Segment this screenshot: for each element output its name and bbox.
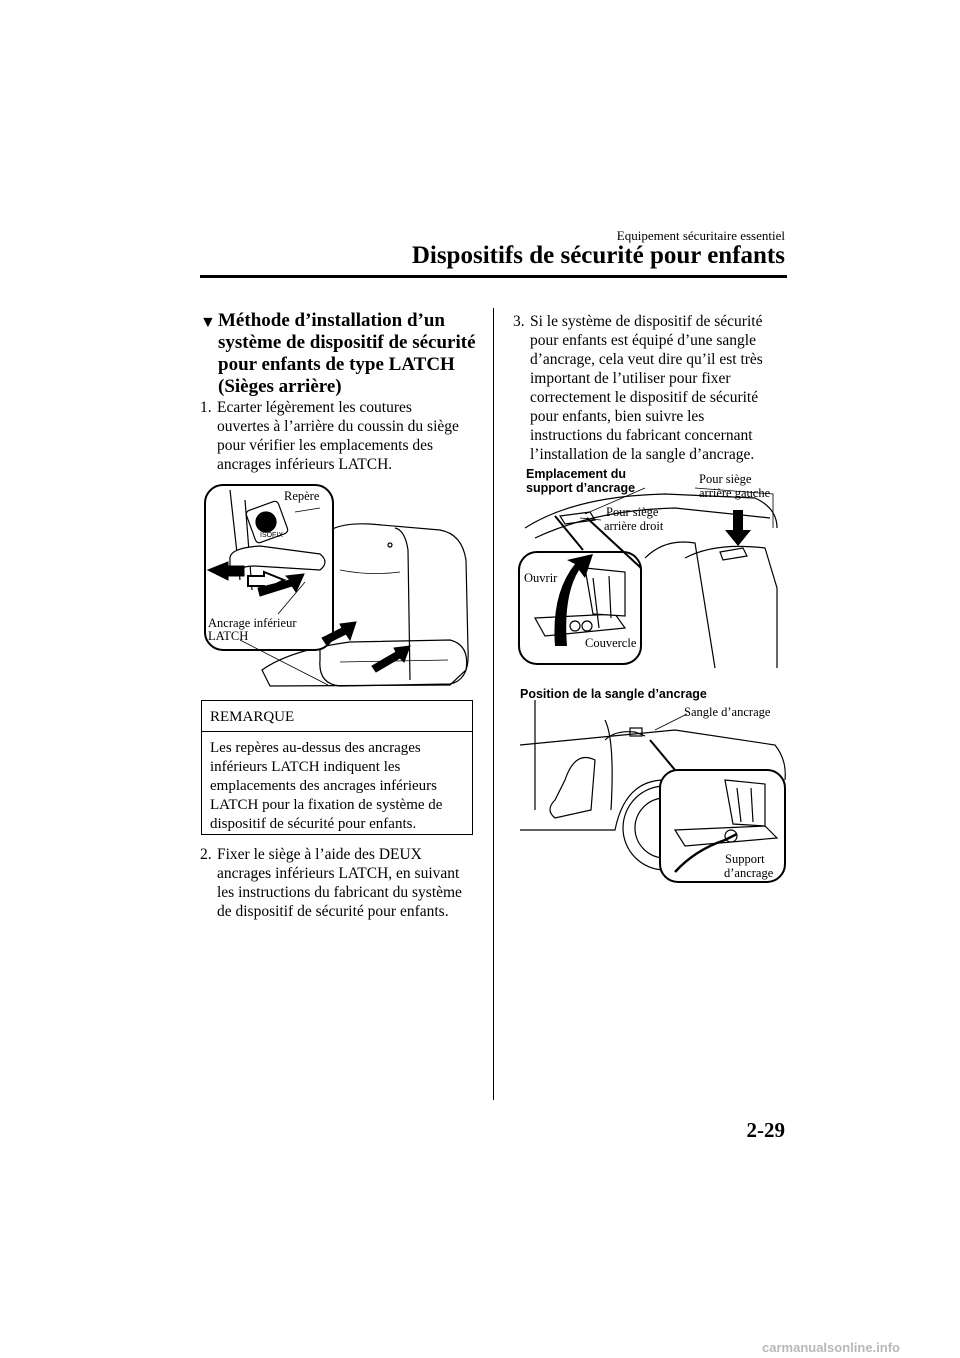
step-line: les instructions du fabricant du système [217,884,462,901]
note-line: LATCH pour la fixation de système de [210,797,443,813]
label-emplacement-line1: Emplacement du [526,467,627,481]
heading-line: Méthode d’installation d’un [218,310,445,331]
step-number: 3. [513,313,525,330]
column-divider [493,308,494,1100]
watermark: carmanualsonline.info [762,1340,900,1355]
figure-rear-seat-latch: ISOFIX [204,484,469,687]
step-1: 1. Ecarter légèrement les coutures ouver… [200,398,485,478]
label-sangle: Sangle d’ancrage [684,705,771,719]
svg-text:ISOFIX: ISOFIX [260,532,283,539]
note-line: Les repères au-dessus des ancrages [210,740,421,756]
step-line: Si le système de dispositif de sécurité [530,313,763,330]
triangle-bullet-icon: ▼ [200,314,216,331]
step-line: Fixer le siège à l’aide des DEUX [217,846,422,863]
step-line: ouvertes à l’arrière du coussin du siège [217,418,459,435]
note-box: REMARQUE Les repères au-dessus des ancra… [201,700,473,835]
step-line: instructions du fabricant concernant [530,427,753,444]
step-line: pour enfants est équipé d’une sangle [530,332,756,349]
label-droit-line1: Pour siège [606,505,659,519]
step-line: correctement le dispositif de sécurité [530,389,759,406]
label-position-sangle: Position de la sangle d’ancrage [520,687,707,701]
step-line: d’ancrage, cela veut dire qu’il est très [530,351,763,368]
label-droit-line2: arrière droit [604,519,664,533]
step-line: Ecarter légèrement les coutures [217,399,412,416]
label-support-line2: d’ancrage [724,866,774,880]
figure-anchor-location [518,487,778,669]
note-line: emplacements des ancrages inférieurs [210,778,437,794]
step-line: pour vérifier les emplacements des [217,437,434,454]
heading-line: (Sièges arrière) [218,376,342,397]
label-gauche-line1: Pour siège [699,472,752,486]
header-rule [200,275,787,278]
note-divider [202,731,472,732]
heading-line: pour enfants de type LATCH [218,354,455,375]
page-title: Dispositifs de sécurité pour enfants [411,242,785,269]
step-line: ancrages inférieurs LATCH, en suivant [217,865,460,882]
note-line: dispositif de sécurité pour enfants. [210,816,417,832]
step-line: pour enfants, bien suivre les [530,408,705,425]
step-line: de dispositif de sécurité pour enfants. [217,903,449,920]
label-gauche-line2: arrière gauche [699,486,771,500]
page-number: 2-29 [746,1118,786,1142]
label-support-line1: Support [725,852,765,866]
step-line: l’installation de la sangle d’ancrage. [530,446,755,463]
label-ancrage-line2: LATCH [208,629,249,643]
step-number: 2. [200,846,212,863]
step-line: ancrages inférieurs LATCH. [217,456,393,473]
figure-tether-position [519,700,786,883]
label-ouvrir: Ouvrir [524,571,558,585]
label-ancrage-line1: Ancrage inférieur [208,616,297,630]
label-emplacement-line2: support d’ancrage [526,481,636,495]
section-label: Equipement sécuritaire essentiel [616,228,785,243]
heading-line: système de dispositif de sécurité [218,332,476,353]
note-title: REMARQUE [210,709,295,725]
step-line: important de l’utiliser pour fixer [530,370,731,387]
step-3: 3. Si le système de dispositif de sécuri… [513,312,793,467]
step-2: 2. Fixer le siège à l’aide des DEUX ancr… [200,845,485,925]
step-number: 1. [200,399,212,416]
label-repere: Repère [284,489,320,503]
note-line: inférieurs LATCH indiquent les [210,759,401,775]
label-couvercle: Couvercle [585,636,637,650]
